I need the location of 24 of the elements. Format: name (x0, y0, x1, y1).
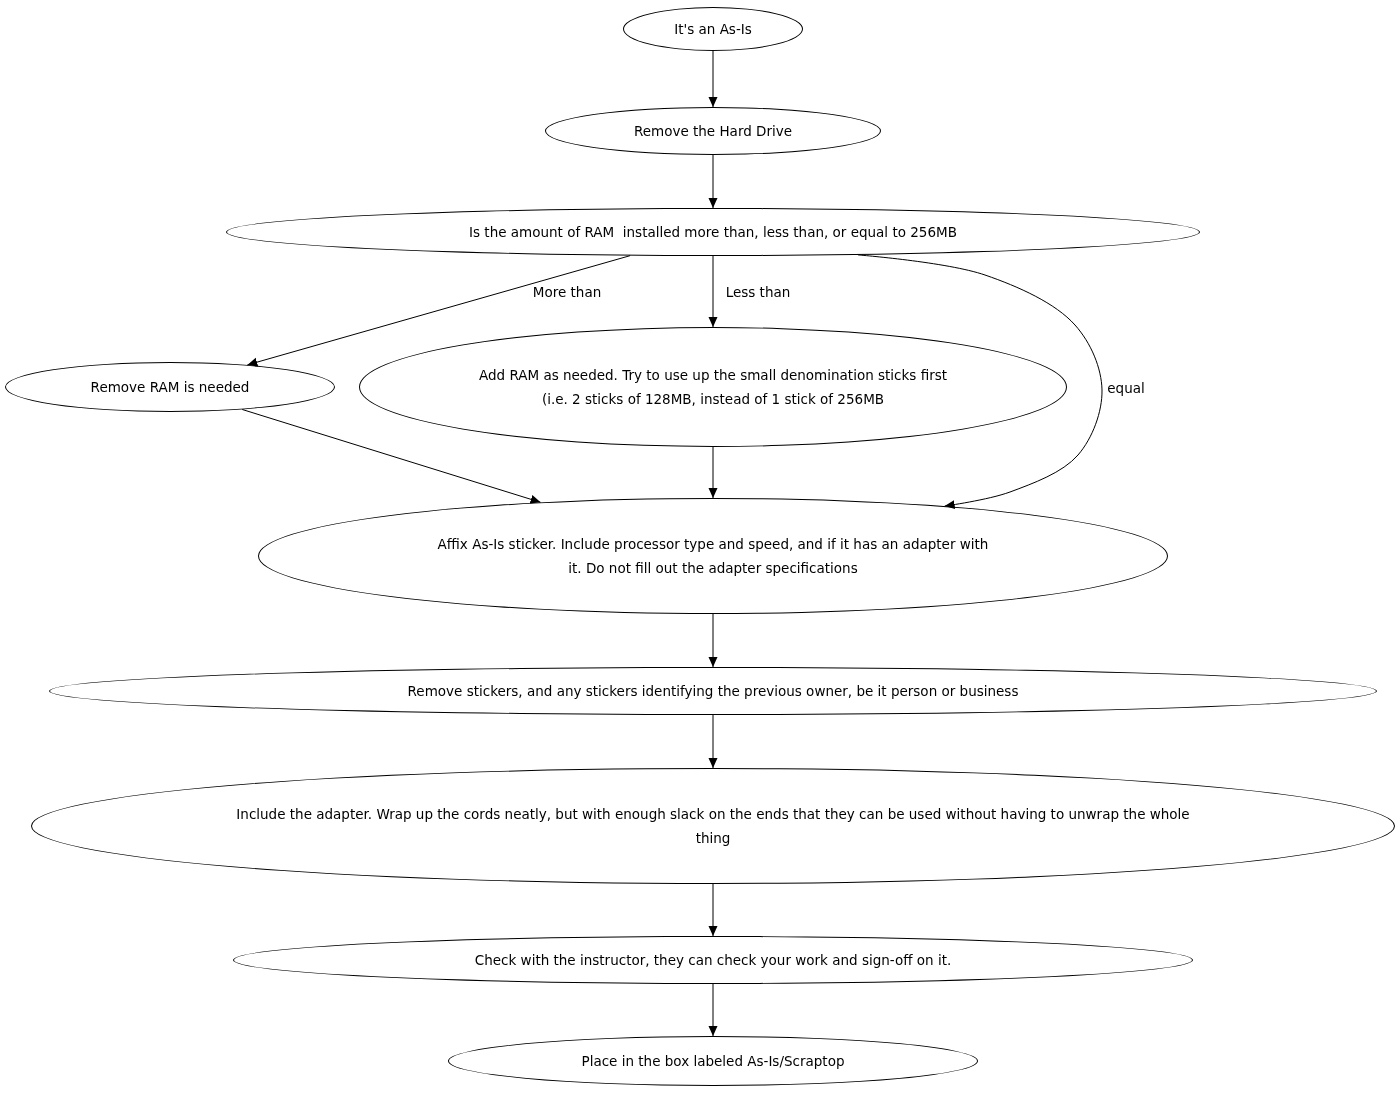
arrow (708, 255, 718, 328)
arrow (857, 254, 1103, 510)
arrow (241, 409, 542, 504)
node-text: Remove RAM is needed (90, 378, 250, 397)
arrow (708, 714, 718, 769)
arrow (708, 883, 718, 937)
arrow (246, 255, 631, 367)
edge-label: Less than (724, 284, 792, 300)
node-text: Affix As-Is sticker. Include processor type and speed, and if it has an adapter with it. Do not fill out the adapter specifications (436, 535, 990, 578)
arrow (708, 154, 718, 209)
arrow (708, 446, 718, 499)
edge-label: More than (531, 284, 603, 300)
node-text: Remove stickers, and any stickers identifying the previous owner, be it person or business (407, 682, 1019, 701)
node-text: It's an As-Is (674, 20, 752, 39)
node-text: Add RAM as needed. Try to use up the small denomination sticks first (i.e. 2 sticks of 128MB, instead of 1 stick of 256MB (478, 366, 948, 409)
arrow (708, 50, 718, 108)
arrow (708, 983, 718, 1037)
node-text: Check with the instructor, they can check your work and sign-off on it. (474, 951, 952, 970)
node-text: Include the adapter. Wrap up the cords neatly, but with enough slack on the ends that they can be used without having to unwrap the whole thing (235, 805, 1191, 848)
node-text: Place in the box labeled As-Is/Scraptop (581, 1052, 845, 1071)
node-text: Is the amount of RAM installed more than, less than, or equal to 256MB (469, 223, 957, 242)
arrow (708, 613, 718, 668)
edge-label: equal (1106, 380, 1146, 396)
node-text: Remove the Hard Drive (633, 122, 793, 141)
